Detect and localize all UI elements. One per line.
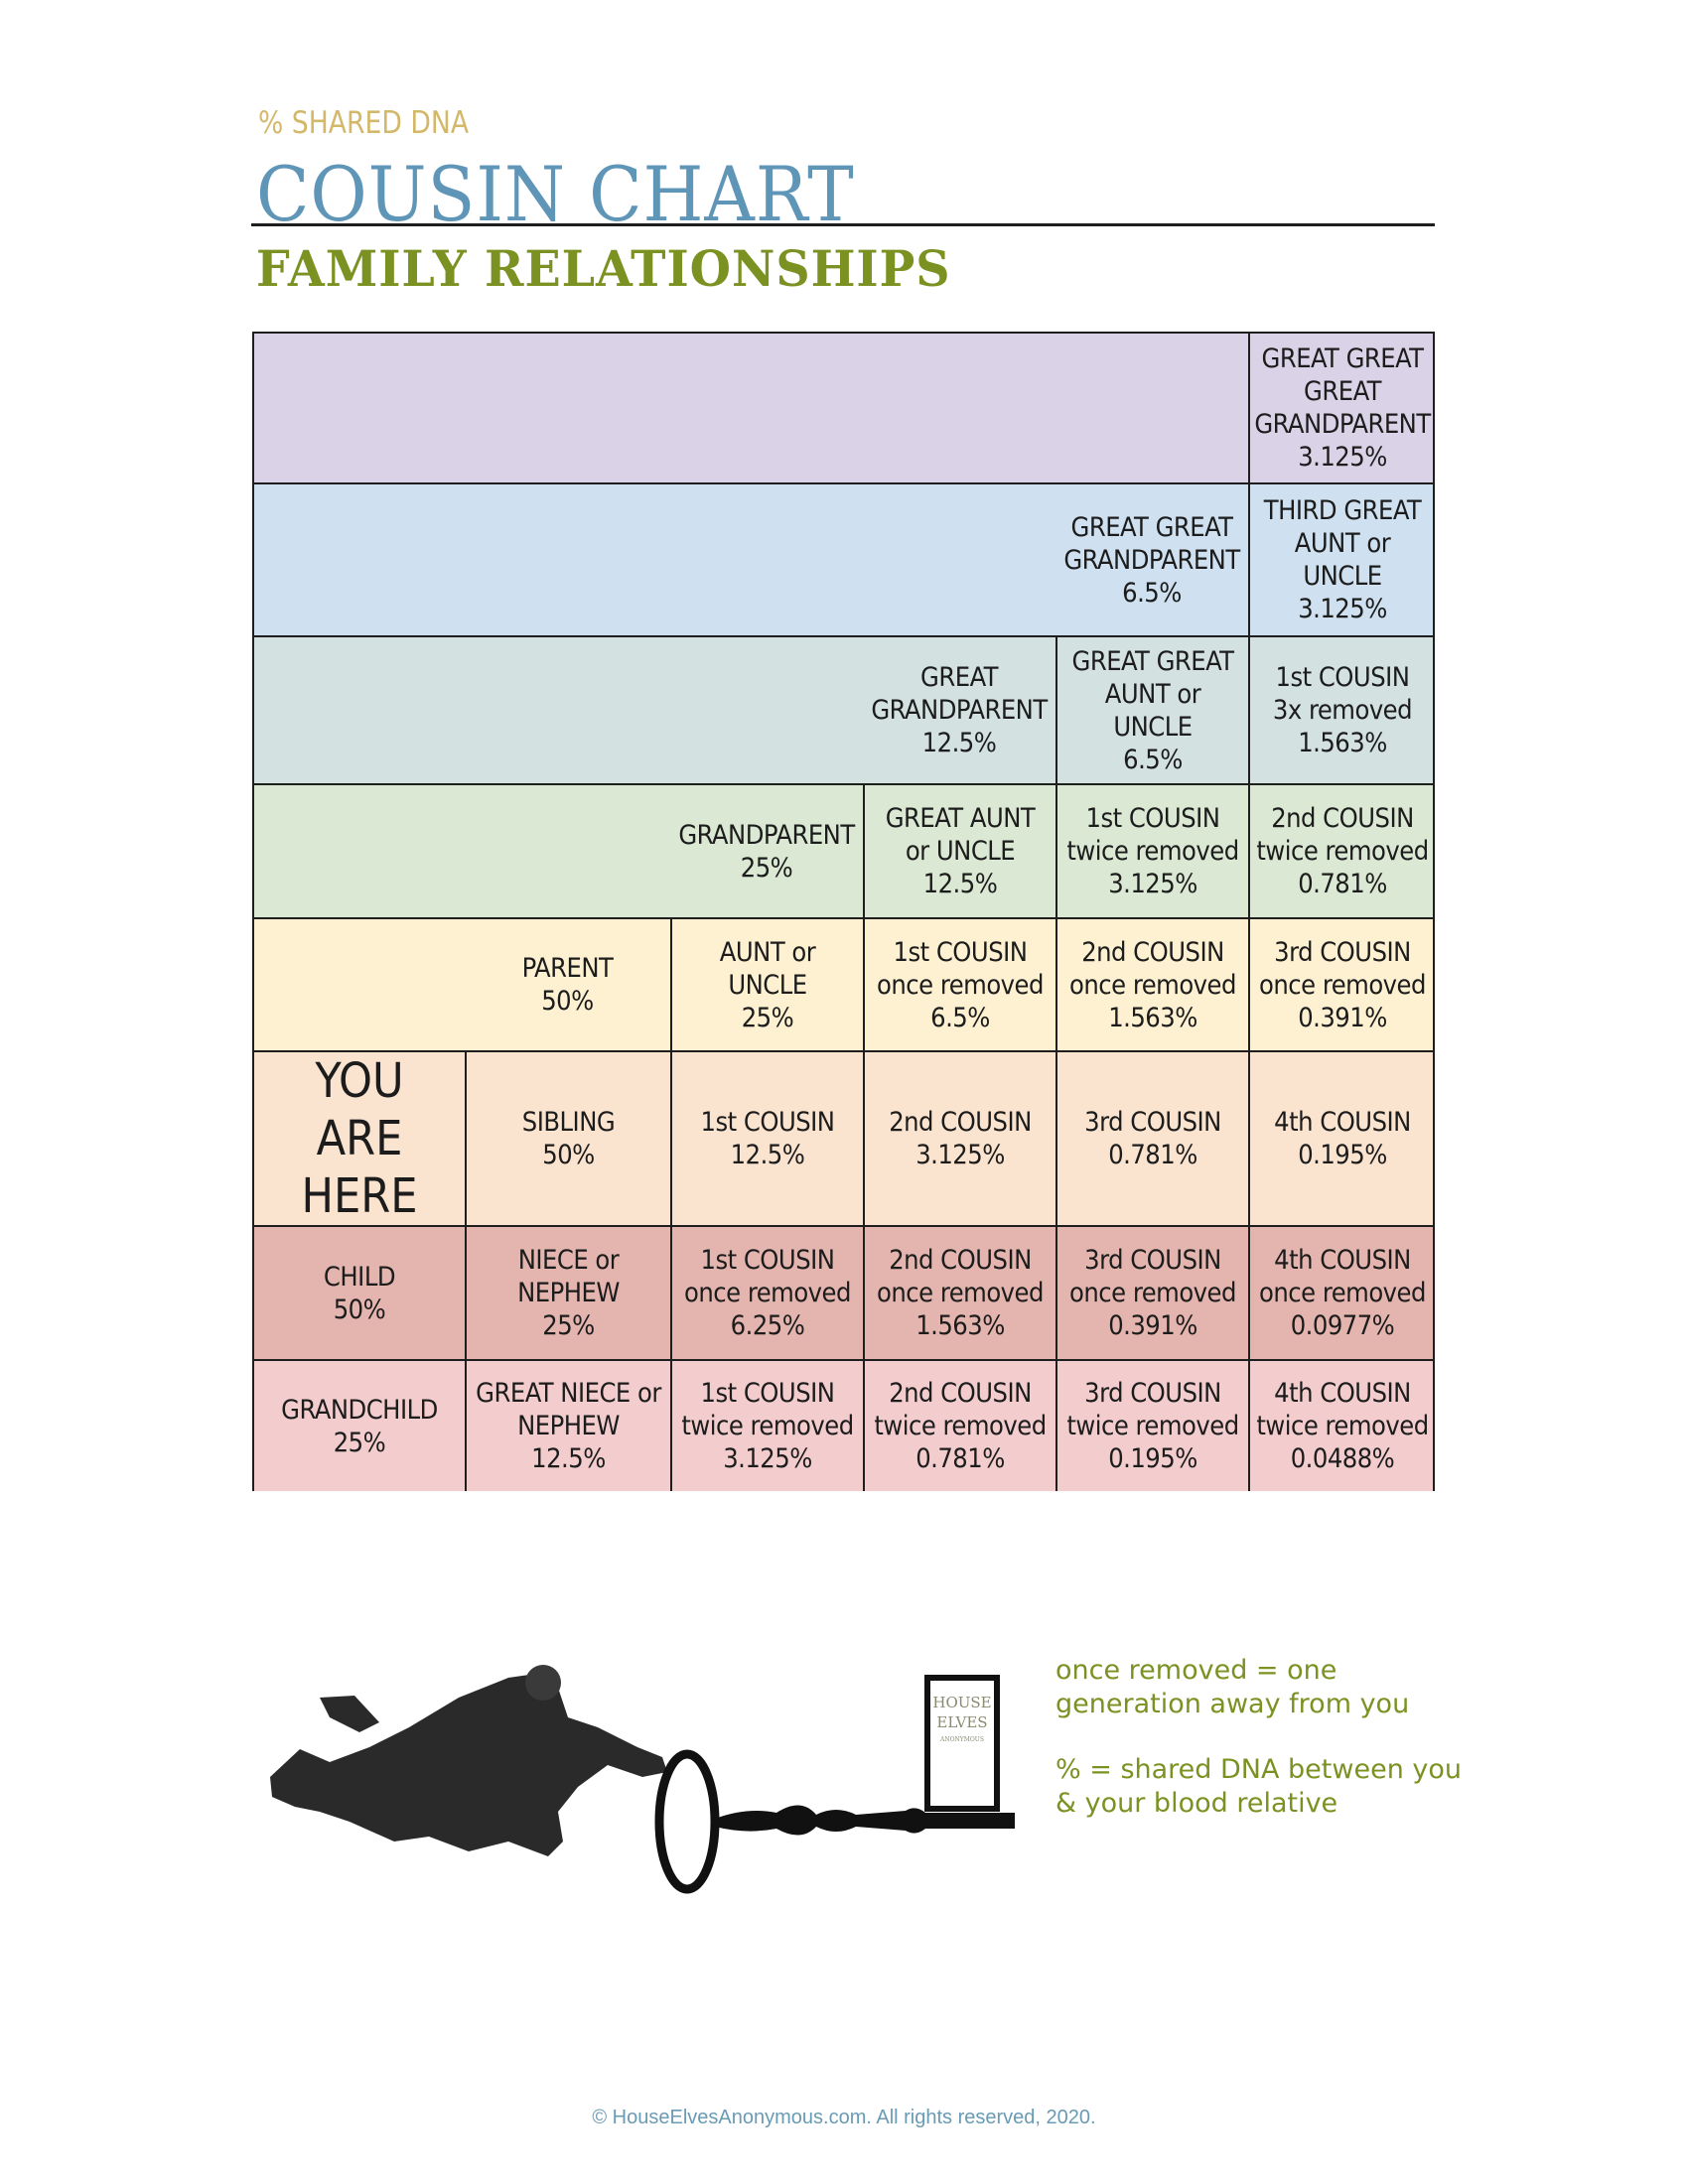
relationship-cell: SIBLING 50% bbox=[465, 1052, 670, 1225]
relationship-label: GREAT GREAT AUNT or UNCLE 6.5% bbox=[1071, 645, 1235, 775]
relationship-cell: 3rd COUSIN twice removed 0.195% bbox=[1055, 1361, 1248, 1491]
relationship-label: GREAT GREAT GRANDPARENT 6.5% bbox=[1063, 511, 1240, 609]
relationship-cell: 3rd COUSIN once removed 0.391% bbox=[1055, 1227, 1248, 1359]
empty-cell bbox=[254, 334, 1248, 482]
relationship-label: NIECE or NEPHEW 25% bbox=[517, 1245, 620, 1341]
relationship-cell: GREAT NIECE or NEPHEW 12.5% bbox=[465, 1361, 670, 1491]
relationship-cell: 3rd COUSIN 0.781% bbox=[1055, 1052, 1248, 1225]
relationship-cell: 2nd COUSIN 3.125% bbox=[863, 1052, 1055, 1225]
section-heading: FAMILY RELATIONSHIPS bbox=[256, 239, 951, 298]
relationship-cell: GREAT GREAT AUNT or UNCLE 6.5% bbox=[1055, 637, 1248, 783]
cousin-chart-table: GREAT GREAT GREAT GRANDPARENT 3.125%GREA… bbox=[252, 332, 1435, 1491]
relationship-cell: 2nd COUSIN once removed 1.563% bbox=[1055, 919, 1248, 1050]
relationship-label: 1st COUSIN twice removed 3.125% bbox=[1066, 803, 1239, 899]
page-title: COUSIN CHART bbox=[256, 150, 855, 238]
legend-once-removed: once removed = one generation away from … bbox=[1055, 1655, 1410, 1719]
relationship-cell: 1st COUSIN twice removed 3.125% bbox=[1055, 785, 1248, 917]
relationship-cell: 1st COUSIN 3x removed 1.563% bbox=[1248, 637, 1435, 783]
chart-row: PARENT 50% AUNT or UNCLE 25% 1st COUSIN on… bbox=[254, 917, 1433, 1050]
relationship-cell: PARENT 50% bbox=[465, 919, 670, 1050]
subtitle: % SHARED DNA bbox=[258, 105, 470, 141]
relationship-label: 2nd COUSIN twice removed 0.781% bbox=[874, 1378, 1047, 1474]
relationship-cell: YOU ARE HERE bbox=[254, 1052, 465, 1225]
relationship-label: CHILD 50% bbox=[323, 1261, 396, 1325]
relationship-label: 2nd COUSIN once removed 1.563% bbox=[877, 1245, 1044, 1341]
relationship-label: 2nd COUSIN twice removed 0.781% bbox=[1256, 803, 1429, 899]
title-divider bbox=[251, 223, 1435, 226]
relationship-label: GRANDPARENT 25% bbox=[678, 819, 855, 884]
relationship-label: GREAT NIECE or NEPHEW 12.5% bbox=[476, 1378, 661, 1474]
relationship-cell: 1st COUSIN twice removed 3.125% bbox=[670, 1361, 863, 1491]
chart-row: GRANDPARENT 25% GREAT AUNT or UNCLE 12.5%… bbox=[254, 783, 1433, 917]
relationship-cell: AUNT or UNCLE 25% bbox=[670, 919, 863, 1050]
chart-row: GRANDCHILD 25% GREAT NIECE or NEPHEW 12.5… bbox=[254, 1359, 1433, 1491]
relationship-cell: GREAT AUNT or UNCLE 12.5% bbox=[863, 785, 1055, 917]
relationship-cell: 2nd COUSIN once removed 1.563% bbox=[863, 1227, 1055, 1359]
relationship-label: THIRD GREAT AUNT or UNCLE 3.125% bbox=[1263, 495, 1422, 624]
chart-row: GREAT GREAT GREAT GRANDPARENT 3.125% bbox=[254, 334, 1433, 482]
svg-text:HOUSE: HOUSE bbox=[932, 1694, 991, 1711]
relationship-label: GRANDCHILD 25% bbox=[281, 1394, 438, 1458]
relationship-cell: 3rd COUSIN once removed 0.391% bbox=[1248, 919, 1435, 1050]
relationship-cell: 1st COUSIN once removed 6.5% bbox=[863, 919, 1055, 1050]
relationship-cell: GREAT GREAT GRANDPARENT 6.5% bbox=[1055, 484, 1248, 635]
relationship-cell: 1st COUSIN once removed 6.25% bbox=[670, 1227, 863, 1359]
relationship-label: 1st COUSIN once removed 6.5% bbox=[877, 936, 1044, 1033]
relationship-label: GREAT AUNT or UNCLE 12.5% bbox=[885, 803, 1036, 899]
legend-percent: % = shared DNA between you & your blood … bbox=[1055, 1754, 1462, 1819]
relationship-label: SIBLING 50% bbox=[521, 1107, 616, 1170]
relationship-label: 3rd COUSIN twice removed 0.195% bbox=[1066, 1378, 1239, 1474]
chart-row: GREAT GRANDPARENT 12.5%GREAT GREAT AUNT … bbox=[254, 635, 1433, 783]
relationship-label: 3rd COUSIN 0.781% bbox=[1084, 1107, 1221, 1170]
relationship-cell: 2nd COUSIN twice removed 0.781% bbox=[1248, 785, 1435, 917]
copyright-footer: © HouseElvesAnonymous.com. All rights re… bbox=[592, 2107, 1096, 2128]
chart-row: YOU ARE HERE SIBLING 50% 1st COUSIN 12.5% 2… bbox=[254, 1050, 1433, 1225]
relationship-cell: GREAT GRANDPARENT 12.5% bbox=[863, 637, 1055, 783]
relationship-cell: GREAT GREAT GREAT GRANDPARENT 3.125% bbox=[1248, 334, 1435, 482]
you-are-here-label: YOU ARE HERE bbox=[301, 1053, 418, 1224]
flying-figure-with-key-icon: HOUSE ELVES ANONYMOUS bbox=[270, 1665, 1015, 1894]
relationship-label: 3rd COUSIN once removed 0.391% bbox=[1259, 936, 1426, 1033]
relationship-label: 1st COUSIN once removed 6.25% bbox=[684, 1245, 851, 1341]
relationship-cell: 2nd COUSIN twice removed 0.781% bbox=[863, 1361, 1055, 1491]
empty-cell bbox=[254, 637, 863, 783]
chart-row: GREAT GREAT GRANDPARENT 6.5%THIRD GREAT … bbox=[254, 482, 1433, 635]
relationship-cell: NIECE or NEPHEW 25% bbox=[465, 1227, 670, 1359]
relationship-cell: 4th COUSIN once removed 0.0977% bbox=[1248, 1227, 1435, 1359]
relationship-label: 4th COUSIN twice removed 0.0488% bbox=[1256, 1378, 1429, 1474]
relationship-label: PARENT 50% bbox=[521, 953, 614, 1017]
relationship-label: 3rd COUSIN once removed 0.391% bbox=[1069, 1245, 1236, 1341]
relationship-cell: THIRD GREAT AUNT or UNCLE 3.125% bbox=[1248, 484, 1435, 635]
relationship-label: AUNT or UNCLE 25% bbox=[719, 936, 816, 1033]
relationship-label: 2nd COUSIN 3.125% bbox=[889, 1107, 1032, 1170]
relationship-cell: 4th COUSIN twice removed 0.0488% bbox=[1248, 1361, 1435, 1491]
relationship-label: GREAT GREAT GREAT GRANDPARENT 3.125% bbox=[1254, 343, 1431, 473]
relationship-label: 2nd COUSIN once removed 1.563% bbox=[1069, 936, 1236, 1033]
empty-cell bbox=[254, 785, 670, 917]
chart-row: CHILD 50% NIECE or NEPHEW 25% 1st COUSIN o… bbox=[254, 1225, 1433, 1359]
legend: once removed = one generation away from … bbox=[1055, 1654, 1462, 1852]
svg-text:ELVES: ELVES bbox=[936, 1713, 987, 1731]
svg-text:ANONYMOUS: ANONYMOUS bbox=[939, 1736, 984, 1743]
relationship-label: 4th COUSIN once removed 0.0977% bbox=[1259, 1245, 1426, 1341]
relationship-label: 1st COUSIN 12.5% bbox=[700, 1107, 835, 1170]
relationship-cell: GRANDCHILD 25% bbox=[254, 1361, 465, 1491]
relationship-label: 1st COUSIN twice removed 3.125% bbox=[681, 1378, 854, 1474]
empty-cell bbox=[254, 919, 465, 1050]
relationship-cell: GRANDPARENT 25% bbox=[670, 785, 863, 917]
relationship-label: 4th COUSIN 0.195% bbox=[1274, 1107, 1411, 1170]
relationship-label: 1st COUSIN 3x removed 1.563% bbox=[1272, 662, 1413, 758]
relationship-cell: CHILD 50% bbox=[254, 1227, 465, 1359]
relationship-cell: 4th COUSIN 0.195% bbox=[1248, 1052, 1435, 1225]
empty-cell bbox=[254, 484, 1055, 635]
relationship-cell: 1st COUSIN 12.5% bbox=[670, 1052, 863, 1225]
relationship-label: GREAT GRANDPARENT 12.5% bbox=[871, 662, 1048, 758]
